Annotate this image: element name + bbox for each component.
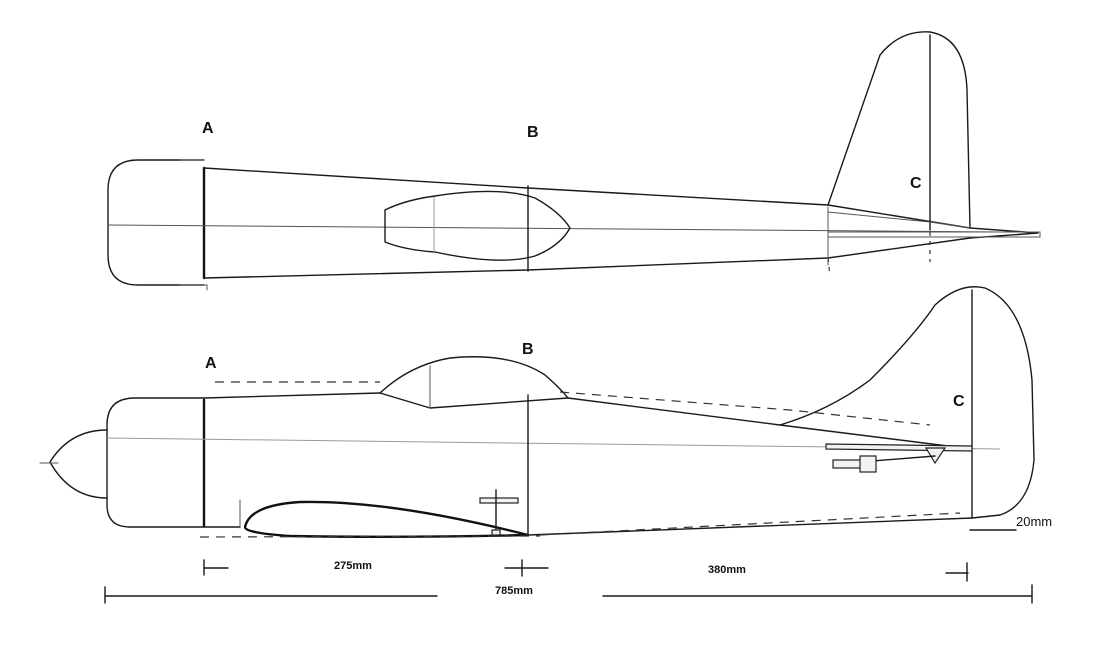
side-view-label-b: B [522,341,534,358]
scale-bar-label: 20mm [1016,514,1052,529]
top-view-centerline [107,224,1001,233]
side-view-wing-airfoil [243,500,529,538]
side-view-canopy [379,356,569,409]
top-view-fuselage-outline [203,167,1039,279]
side-view-label-c: C [953,393,965,410]
dimension-overall: 785mm [495,585,533,597]
top-view-label-c: C [910,175,922,192]
wing-bolt-fixture [479,489,519,536]
dimensions: 275mm 380mm 785mm [104,559,1033,604]
top-view-fin [827,31,971,229]
dimension-b-to-c: 380mm [708,564,746,576]
top-view-label-b: B [527,124,539,141]
top-view-canopy [384,190,571,261]
scale-bar: 20mm [969,514,1052,531]
side-view-fin [779,286,1035,519]
top-view-cowl [107,159,205,286]
top-view-label-a: A [202,120,214,137]
side-view-label-a: A [205,355,217,372]
side-view-lower-fuselage [203,517,973,536]
side-view-cowl [106,397,205,528]
tailplane-fixture [825,443,973,473]
side-view: A B C [39,286,1035,538]
side-view-spinner [49,429,108,499]
top-view: A B C [107,31,1041,291]
dimension-a-to-b: 275mm [334,560,372,572]
